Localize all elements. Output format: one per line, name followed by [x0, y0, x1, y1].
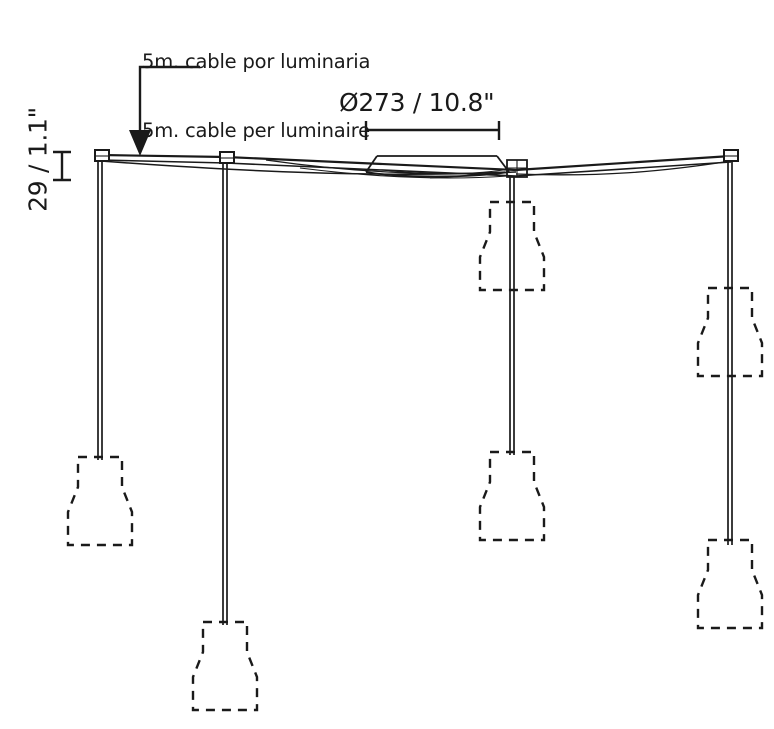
- cable-note-line-es: 5m. cable por luminaria: [142, 50, 371, 73]
- cable-strand-b: [299, 167, 509, 179]
- lamp-shade-center-upper: [478, 200, 546, 292]
- lamp-shade-left-lower: [66, 455, 134, 547]
- cable-sweep-right: [515, 160, 732, 176]
- lamp-shade-right-upper: [696, 286, 764, 378]
- leader-line-group: [138, 65, 200, 134]
- height-dimension: [53, 150, 71, 182]
- lamp-shade-center-lower: [478, 450, 546, 542]
- leader-arrowhead-icon: [129, 130, 151, 156]
- diameter-dimension: [364, 121, 501, 140]
- rail-left-outer: [100, 153, 227, 159]
- canopy-inner-line: [384, 169, 504, 175]
- canopy-hub-block: [506, 159, 528, 178]
- lamp-shade-group: [66, 200, 764, 712]
- rail-right-bot: [515, 161, 732, 177]
- leader-elbow: [138, 65, 200, 134]
- lamp-shade-bottom-left: [191, 620, 259, 712]
- cable-drop-group: [97, 160, 733, 625]
- cable-note-line-fr: 5m. cable per luminaire: [142, 119, 370, 142]
- ceiling-canopy: [365, 155, 528, 178]
- lamp-shade-right-lower: [696, 538, 764, 630]
- anchor-block-details: [95, 155, 738, 159]
- rail-left-outer-lower: [100, 159, 227, 164]
- rail-right-top: [515, 154, 732, 172]
- diameter-label: Ø273 / 10.8": [339, 88, 495, 117]
- cable-note-label: 5m. cable por luminaria 5m. cable per lu…: [142, 4, 370, 188]
- canopy-bottom-edge: [365, 171, 510, 178]
- canopy-left-slope: [365, 155, 378, 173]
- height-label: 29 / 1.1": [23, 107, 53, 212]
